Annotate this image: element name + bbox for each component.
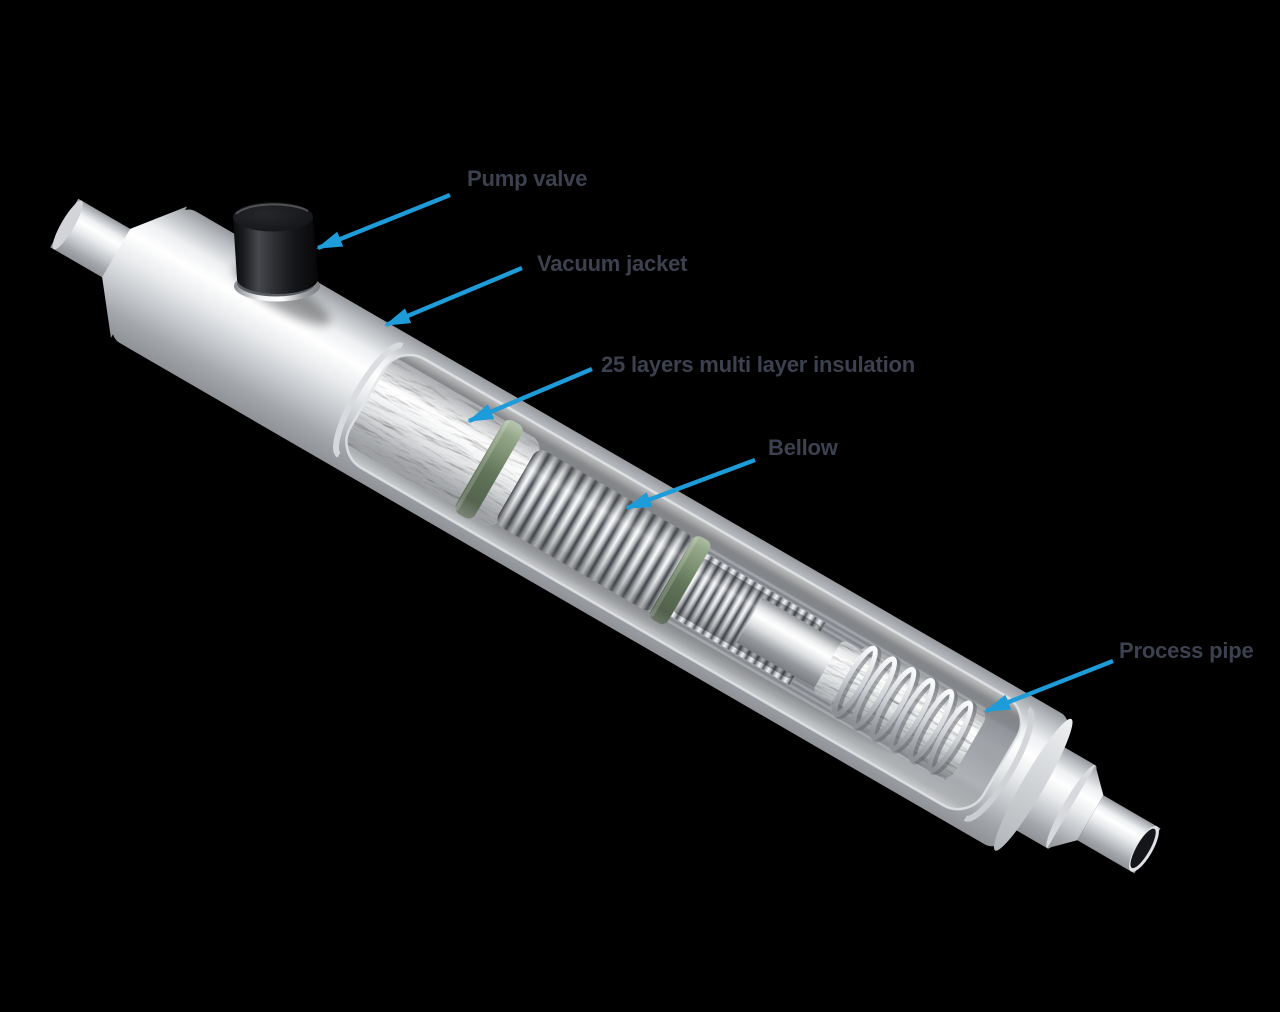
right-pipe-stub [1077,795,1161,874]
label-pump-valve: Pump valve [467,166,587,191]
arrow-vacuum-jacket [384,265,523,328]
arrow-process-pipe [984,658,1114,714]
label-mli: 25 layers multi layer insulation [601,352,915,377]
arrow-pump-valve [316,192,451,251]
right-end-collar [1010,744,1104,849]
cut-edge-left [333,342,404,458]
valve-cap-top [233,202,313,232]
pump-valve-cap [233,202,331,326]
jacket-glass-wall [346,355,1021,810]
pipe-assembly [50,198,1161,874]
label-bellow: Bellow [768,435,839,460]
callout-arrows [316,192,1114,714]
label-process-pipe: Process pipe [1119,638,1254,663]
label-vacuum-jacket: Vacuum jacket [537,251,688,276]
arrow-bellow [625,457,756,511]
pipe-open-end-hole [1130,828,1156,869]
arrow-mli [467,366,593,424]
cutaway-window [335,344,1032,821]
jacket-end-face [993,718,1073,851]
cut-edge-right [963,706,1035,822]
window-rim [345,353,1023,811]
callout-labels: Pump valve Vacuum jacket 25 layers multi… [467,166,1254,663]
